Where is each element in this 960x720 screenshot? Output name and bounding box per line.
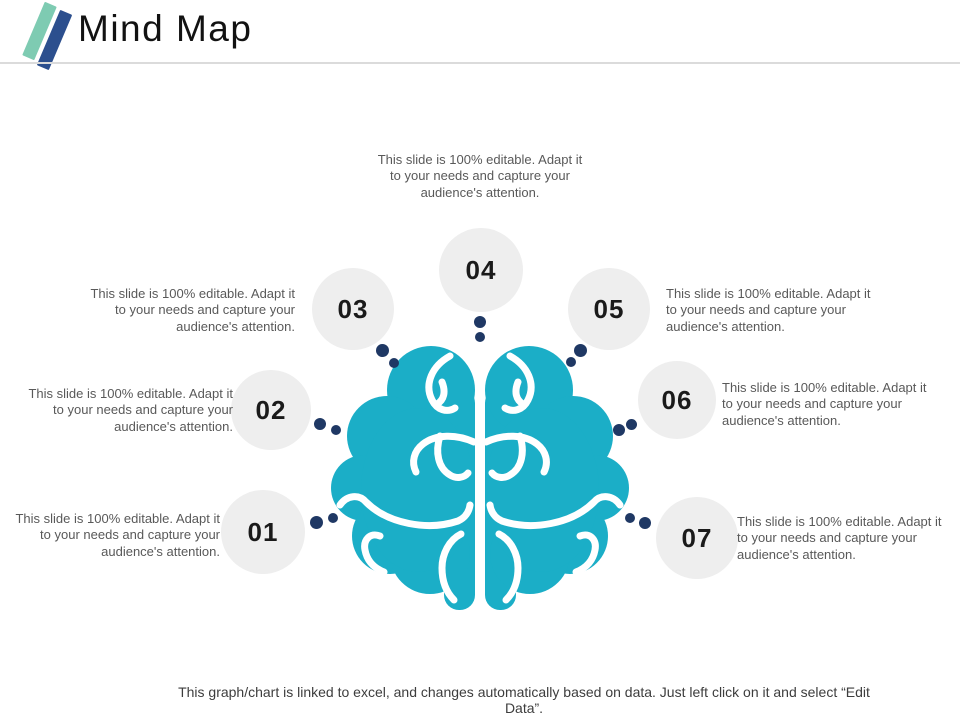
dot-icon [475, 332, 485, 342]
dot-icon [613, 424, 625, 436]
footer: This graph/chart is linked to excel, and… [170, 684, 878, 720]
dot-icon [376, 344, 389, 357]
node-text-05: This slide is 100% editable. Adapt it to… [666, 286, 871, 334]
node-number-04: 04 [465, 254, 497, 285]
node-circle-02: 02 [231, 370, 311, 450]
node-text-01: This slide is 100% editable. Adapt it to… [15, 511, 220, 559]
dot-icon [328, 513, 338, 523]
brain-icon [331, 346, 629, 610]
dot-icon [574, 344, 587, 357]
brain-left-hemisphere [331, 346, 478, 610]
footer-note: This graph/chart is linked to excel, and… [178, 684, 870, 716]
page-title: Mind Map [78, 8, 253, 49]
node-number-01: 01 [247, 516, 279, 547]
node-text-07: This slide is 100% editable. Adapt it to… [737, 514, 942, 562]
node-text-04: This slide is 100% editable. Adapt it to… [377, 152, 583, 200]
dot-icon [626, 419, 637, 430]
node-number-06: 06 [661, 384, 693, 415]
brain-right-hemisphere [482, 346, 629, 610]
node-circle-07: 07 [656, 497, 738, 579]
dot-icon [331, 425, 341, 435]
dot-icon [314, 418, 326, 430]
dot-icon [474, 316, 486, 328]
node-circle-05: 05 [568, 268, 650, 350]
node-circle-01: 01 [221, 490, 305, 574]
node-number-03: 03 [337, 293, 369, 324]
node-text-02: This slide is 100% editable. Adapt it to… [28, 386, 233, 434]
node-text-06: This slide is 100% editable. Adapt it to… [722, 380, 927, 428]
node-number-02: 02 [255, 394, 287, 425]
dot-icon [639, 517, 651, 529]
dot-icon [625, 513, 635, 523]
node-number-07: 07 [681, 522, 713, 553]
node-circle-03: 03 [312, 268, 394, 350]
node-circle-04: 04 [439, 228, 523, 312]
dot-icon [389, 358, 399, 368]
header-divider [0, 62, 960, 64]
node-text-03: This slide is 100% editable. Adapt it to… [90, 286, 295, 334]
dot-icon [310, 516, 323, 529]
node-number-05: 05 [593, 293, 625, 324]
node-circle-06: 06 [638, 361, 716, 439]
dot-icon [566, 357, 576, 367]
